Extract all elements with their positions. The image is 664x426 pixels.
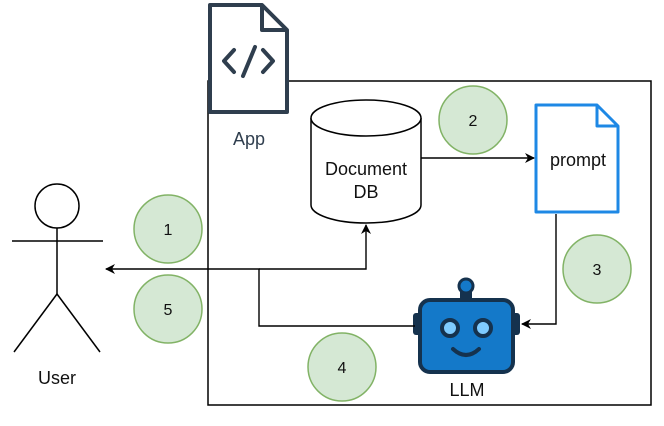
edge-prompt-to-llm	[521, 214, 557, 329]
robot-icon	[413, 277, 520, 374]
document-db-label-line-2: DB	[353, 182, 378, 202]
stick-figure-icon	[12, 183, 103, 353]
edge-llm-to-user	[105, 264, 415, 327]
step-5-number: 5	[164, 302, 173, 319]
prompt-label: prompt	[550, 150, 606, 170]
user-label: User	[38, 368, 76, 388]
step-4-number: 4	[338, 360, 347, 377]
document-icon	[534, 103, 620, 214]
code-file-icon	[208, 3, 289, 114]
app-label: App	[233, 129, 265, 149]
step-2: 2	[438, 85, 508, 155]
step-3-number: 3	[593, 262, 602, 279]
step-4: 4	[307, 332, 377, 402]
step-2-number: 2	[469, 113, 478, 130]
document-db-label-line-1: Document	[325, 159, 407, 179]
edge-to-document-db	[259, 224, 371, 270]
step-5: 5	[133, 274, 203, 344]
step-1-number: 1	[164, 222, 173, 239]
step-3: 3	[562, 234, 632, 304]
step-1: 1	[133, 194, 203, 264]
app-container	[207, 80, 652, 406]
llm-label: LLM	[449, 380, 484, 400]
database-cylinder-icon	[310, 99, 422, 224]
